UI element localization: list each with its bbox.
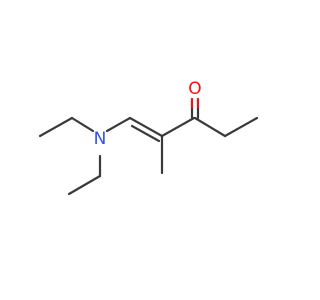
bond-ethyl2-ch2-ch3 (67, 174, 102, 196)
bond-n-c1 (105, 116, 132, 133)
bond-c4-c5 (223, 116, 259, 138)
bond-n-ethyl1-ch2 (70, 116, 95, 133)
bond-ethyl1-ch2-ch3 (38, 116, 74, 138)
atom-oxygen: O (188, 79, 201, 99)
bond-c2-c3 (160, 116, 196, 138)
bond-c3-c4 (193, 116, 227, 138)
atom-nitrogen: N (94, 129, 107, 149)
bond-c1-c2 (128, 116, 164, 138)
bond-c1-c2-second (130, 124, 161, 143)
structure-diagram: N O (38, 79, 259, 196)
